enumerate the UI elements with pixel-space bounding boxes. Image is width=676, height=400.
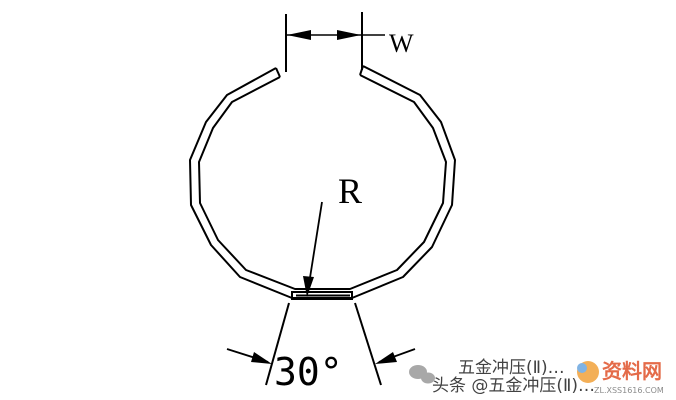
ring-gap-left-end [275, 67, 281, 78]
width-arrow-right [337, 30, 361, 40]
angle-arrow-right [375, 352, 397, 364]
width-label: W [389, 29, 414, 58]
angle-extension-right [354, 302, 382, 386]
width-dimension [285, 12, 385, 72]
ring-outline [189, 65, 456, 299]
bottom-flat-band [291, 291, 353, 300]
site-logo-text: 资料网 [602, 359, 662, 383]
watermark-account-line1: 五金冲压(Ⅱ)… [458, 358, 565, 378]
angle-extension-left [265, 302, 290, 386]
angle-dimension [226, 302, 416, 386]
radius-arrowhead [303, 276, 314, 297]
ring-outer-edge [189, 65, 456, 299]
radius-label: R [338, 171, 362, 211]
radius-leader [303, 201, 323, 297]
site-logo-icon [577, 361, 599, 383]
wechat-icon [409, 365, 435, 384]
angle-label: 30° [274, 350, 343, 394]
width-arrow-left [287, 30, 311, 40]
bottom-flat [291, 291, 353, 300]
watermark-account-line2: 头条 @五金冲压(Ⅱ)… [432, 376, 595, 396]
ring-inner-edge [198, 74, 447, 290]
angle-arrow-left [251, 352, 272, 364]
site-logo-url: ZL.XSS1616.COM [594, 386, 664, 395]
watermark: 五金冲压(Ⅱ)… 头条 @五金冲压(Ⅱ)… 资料网 ZL.XSS1616.COM [409, 358, 664, 396]
radius-leader-line [308, 201, 323, 285]
